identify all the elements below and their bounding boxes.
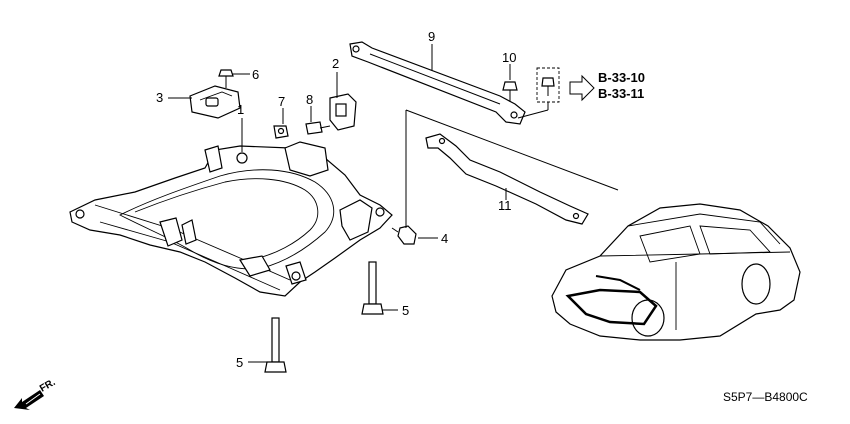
callout-2: 2 (332, 56, 339, 71)
callout-3: 3 (156, 90, 163, 105)
callout-7: 7 (278, 94, 285, 109)
front-subframe (69, 141, 393, 297)
leader-lines (168, 44, 511, 363)
reference-arrow-icon (569, 74, 595, 102)
bolt-5-lower (264, 317, 287, 373)
reference-label-1: B-33-10 (598, 70, 645, 85)
nut-7 (273, 125, 289, 139)
callout-6: 6 (252, 67, 259, 82)
diagram-code: S5P7—B4800C (723, 390, 808, 404)
bracket-2 (329, 93, 357, 131)
callout-5-lower: 5 (236, 355, 243, 370)
bolt-10 (502, 81, 518, 102)
callout-11: 11 (498, 198, 512, 213)
front-direction-arrow-icon (14, 390, 44, 410)
stabilizer-rod (425, 133, 589, 225)
callout-4: 4 (441, 231, 448, 246)
bolt-5-upper (361, 261, 384, 315)
mount-bracket (189, 85, 241, 119)
callout-8: 8 (306, 92, 313, 107)
car-silhouette (551, 203, 801, 341)
callout-5-upper: 5 (402, 303, 409, 318)
front-direction-label: FR. (38, 377, 58, 395)
callout-1: 1 (237, 102, 244, 117)
inset-panel (405, 109, 619, 228)
strut-bar (349, 41, 526, 125)
callout-10: 10 (502, 50, 516, 65)
bolt-8 (305, 121, 331, 135)
reference-box (517, 67, 560, 119)
reference-label-2: B-33-11 (598, 86, 644, 101)
bolt-6 (218, 69, 234, 88)
bolt-4 (391, 225, 417, 245)
callout-9: 9 (428, 29, 435, 44)
